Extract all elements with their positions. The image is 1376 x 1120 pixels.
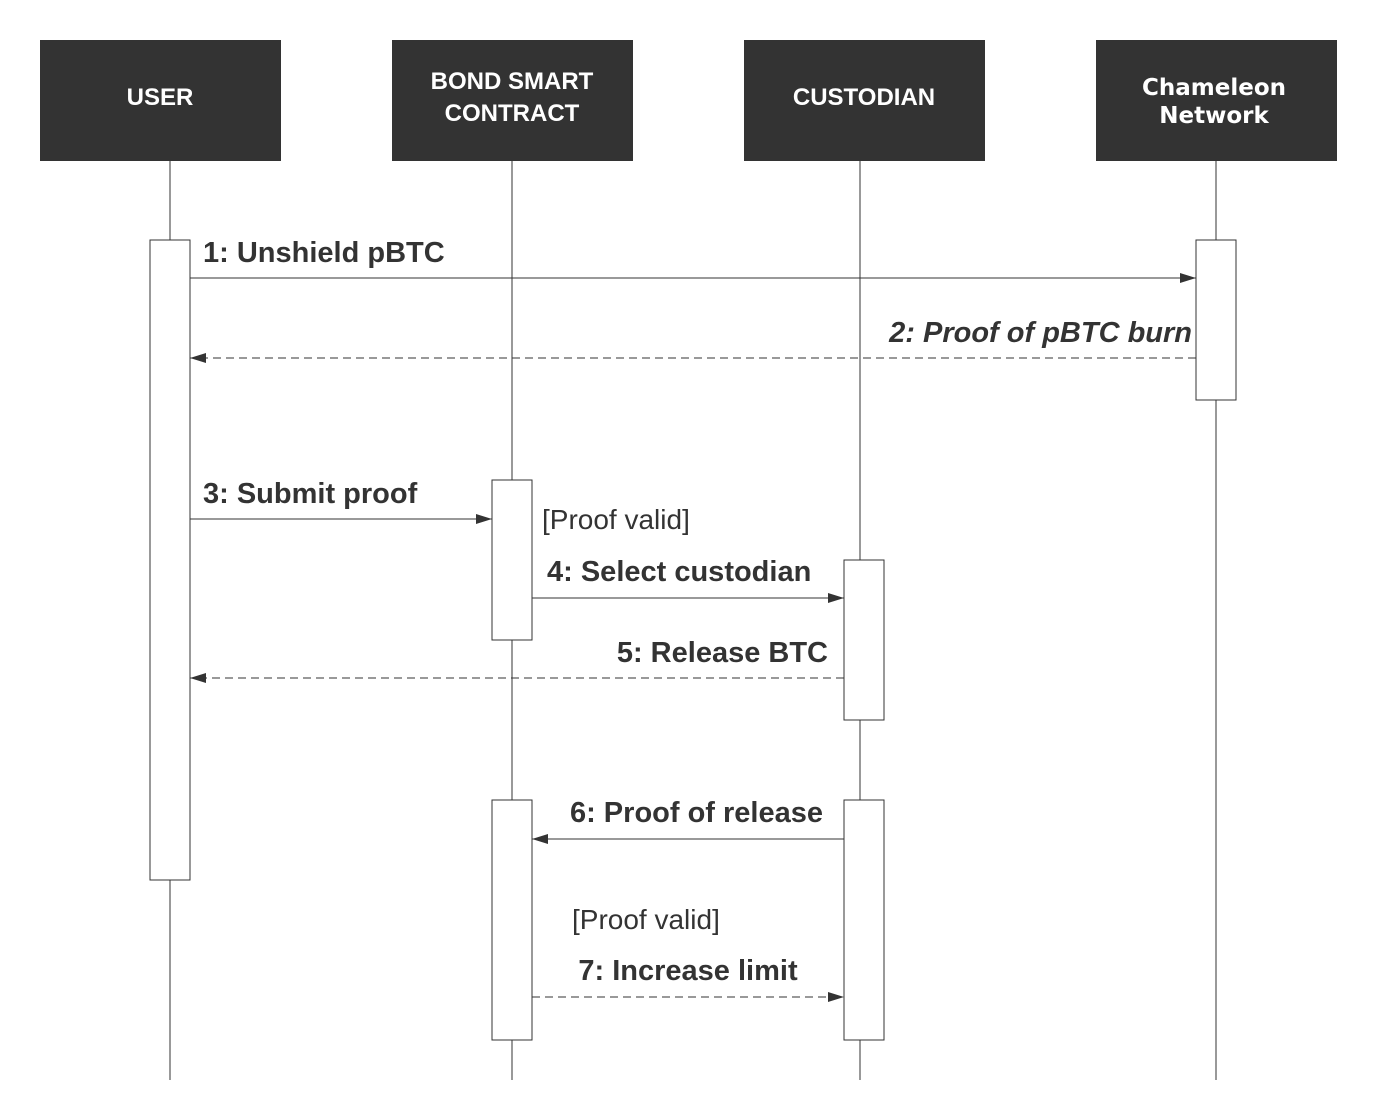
participant-chameleon-label-line2: Network	[1159, 103, 1269, 129]
participant-bond-contract-label-line1: BOND SMART	[431, 68, 594, 95]
participant-bond-contract: BOND SMART CONTRACT	[392, 40, 633, 161]
message-7-label: 7: Increase limit	[578, 955, 798, 987]
activation-custodian-2	[843, 799, 885, 1041]
participant-custodian: CUSTODIAN	[744, 40, 985, 161]
participant-user: USER	[40, 40, 281, 161]
message-6: 6: Proof of release	[532, 797, 844, 844]
message-2: 2: Proof of pBTC burn	[190, 317, 1196, 363]
activation-bond-contract-2	[491, 799, 533, 1041]
participant-user-label: USER	[127, 84, 194, 111]
guard-1: [Proof valid]	[542, 504, 690, 535]
participant-chameleon-label-line1: Chameleon	[1142, 75, 1286, 101]
participant-bond-contract-label-line2: CONTRACT	[445, 100, 580, 127]
message-4: 4: Select custodian	[532, 556, 844, 603]
activation-bond-contract-1	[491, 479, 533, 641]
participant-chameleon: Chameleon Network	[1096, 40, 1337, 161]
activation-chameleon	[1195, 239, 1237, 401]
message-3-label: 3: Submit proof	[203, 478, 418, 510]
message-5: 5: Release BTC	[190, 637, 844, 683]
message-1-label: 1: Unshield pBTC	[203, 237, 445, 269]
message-3: 3: Submit proof	[190, 478, 492, 524]
guard-2: [Proof valid]	[572, 904, 720, 935]
message-1: 1: Unshield pBTC	[190, 237, 1196, 283]
message-6-label: 6: Proof of release	[570, 797, 823, 829]
activation-custodian-1	[843, 559, 885, 721]
activation-user	[149, 239, 191, 881]
message-4-label: 4: Select custodian	[547, 556, 811, 588]
message-7: 7: Increase limit	[532, 955, 844, 1002]
message-5-label: 5: Release BTC	[617, 637, 828, 669]
participant-custodian-label: CUSTODIAN	[793, 84, 935, 111]
message-2-label: 2: Proof of pBTC burn	[888, 317, 1192, 349]
